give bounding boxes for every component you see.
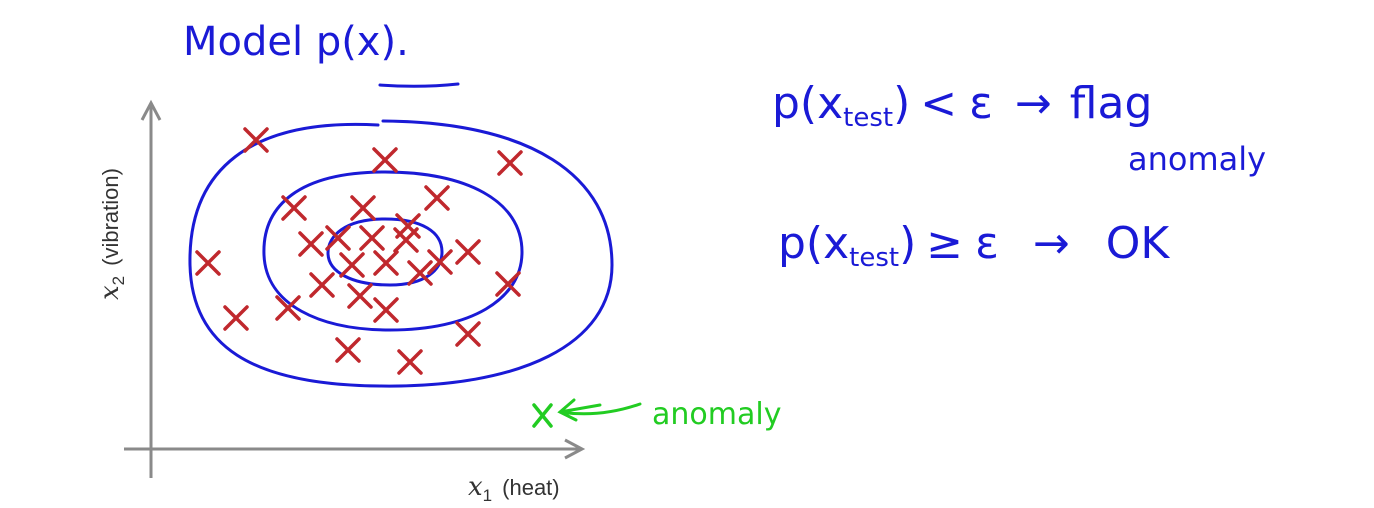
rule-2-close: ) <box>899 218 916 269</box>
anomaly-point <box>532 403 553 428</box>
rule-1-sub: test <box>843 103 893 133</box>
data-point-marker <box>407 260 433 286</box>
y-axis-arrowhead <box>140 99 162 121</box>
axes <box>124 99 586 478</box>
data-point-marker <box>243 127 269 153</box>
data-point-marker <box>373 297 399 323</box>
data-point-marker <box>497 150 523 176</box>
data-point-marker <box>347 283 373 309</box>
data-point-marker <box>495 271 521 297</box>
rule-1-arrow: → <box>1015 78 1052 129</box>
data-point-marker <box>372 147 398 173</box>
data-point-marker <box>339 252 365 278</box>
rule-1-op: < <box>920 78 957 129</box>
data-points <box>195 127 523 375</box>
x-axis-label: x1 (heat) <box>468 472 560 505</box>
density-contours <box>188 119 614 388</box>
rule-1-eps: ε <box>969 78 993 129</box>
data-point-marker <box>373 250 399 276</box>
data-point-marker <box>397 349 423 375</box>
data-point-marker <box>195 250 221 276</box>
y-axis-label-var: x <box>95 285 125 300</box>
x-axis-label-var: x <box>468 472 483 502</box>
rule-2-result: OK <box>1106 218 1171 269</box>
decision-rule-ok: p(xtest)≥ε → OK <box>778 218 1170 273</box>
data-point-marker <box>455 321 481 347</box>
rule-2-eps: ε <box>975 218 999 269</box>
data-point-marker <box>281 195 307 221</box>
data-point-marker <box>350 195 376 221</box>
anomaly-annotation: anomaly <box>532 397 781 432</box>
rule-2-arrow: → <box>1033 218 1070 269</box>
rule-2-op: ≥ <box>926 218 963 269</box>
x-axis-arrowhead <box>564 438 586 460</box>
x-axis-label-sub: 1 <box>483 486 492 505</box>
rule-2-lhs: p(x <box>778 218 849 269</box>
contour-middle <box>262 170 524 332</box>
y-axis-label-text: (vibration) <box>98 168 123 266</box>
rule-1-close: ) <box>893 78 910 129</box>
y-axis-label: x2 (vibration) <box>95 168 128 300</box>
decision-rule-flag: p(xtest)<ε → flag anomaly <box>772 78 1266 178</box>
rule-1-expression: p(xtest)<ε → flag <box>772 78 1152 133</box>
data-point-marker <box>275 295 301 321</box>
heading-underline <box>378 82 460 88</box>
data-point-marker <box>427 249 453 275</box>
anomaly-label: anomaly <box>652 397 781 432</box>
data-point-marker <box>223 305 249 331</box>
rule-2-expression: p(xtest)≥ε → OK <box>778 218 1170 273</box>
rule-1-lhs: p(x <box>772 78 843 129</box>
data-point-marker <box>335 337 361 363</box>
data-point-marker <box>298 231 324 257</box>
y-axis-label-sub: 2 <box>109 276 128 285</box>
anomaly-pointer-arrow <box>557 398 642 422</box>
contour-inner <box>326 217 444 287</box>
data-point-marker <box>455 239 481 265</box>
model-heading: Model p(x). <box>183 19 409 65</box>
data-point-marker <box>325 225 351 251</box>
rule-1-result: flag <box>1070 78 1153 129</box>
data-point-marker <box>359 225 385 251</box>
data-point-marker <box>395 213 421 239</box>
rule-1-result-line2: anomaly <box>1128 140 1266 178</box>
data-point-marker <box>309 272 335 298</box>
data-point-marker <box>424 185 450 211</box>
x-axis-label-text: (heat) <box>502 475 559 500</box>
contour-outer <box>188 119 614 388</box>
rule-2-sub: test <box>849 243 899 273</box>
